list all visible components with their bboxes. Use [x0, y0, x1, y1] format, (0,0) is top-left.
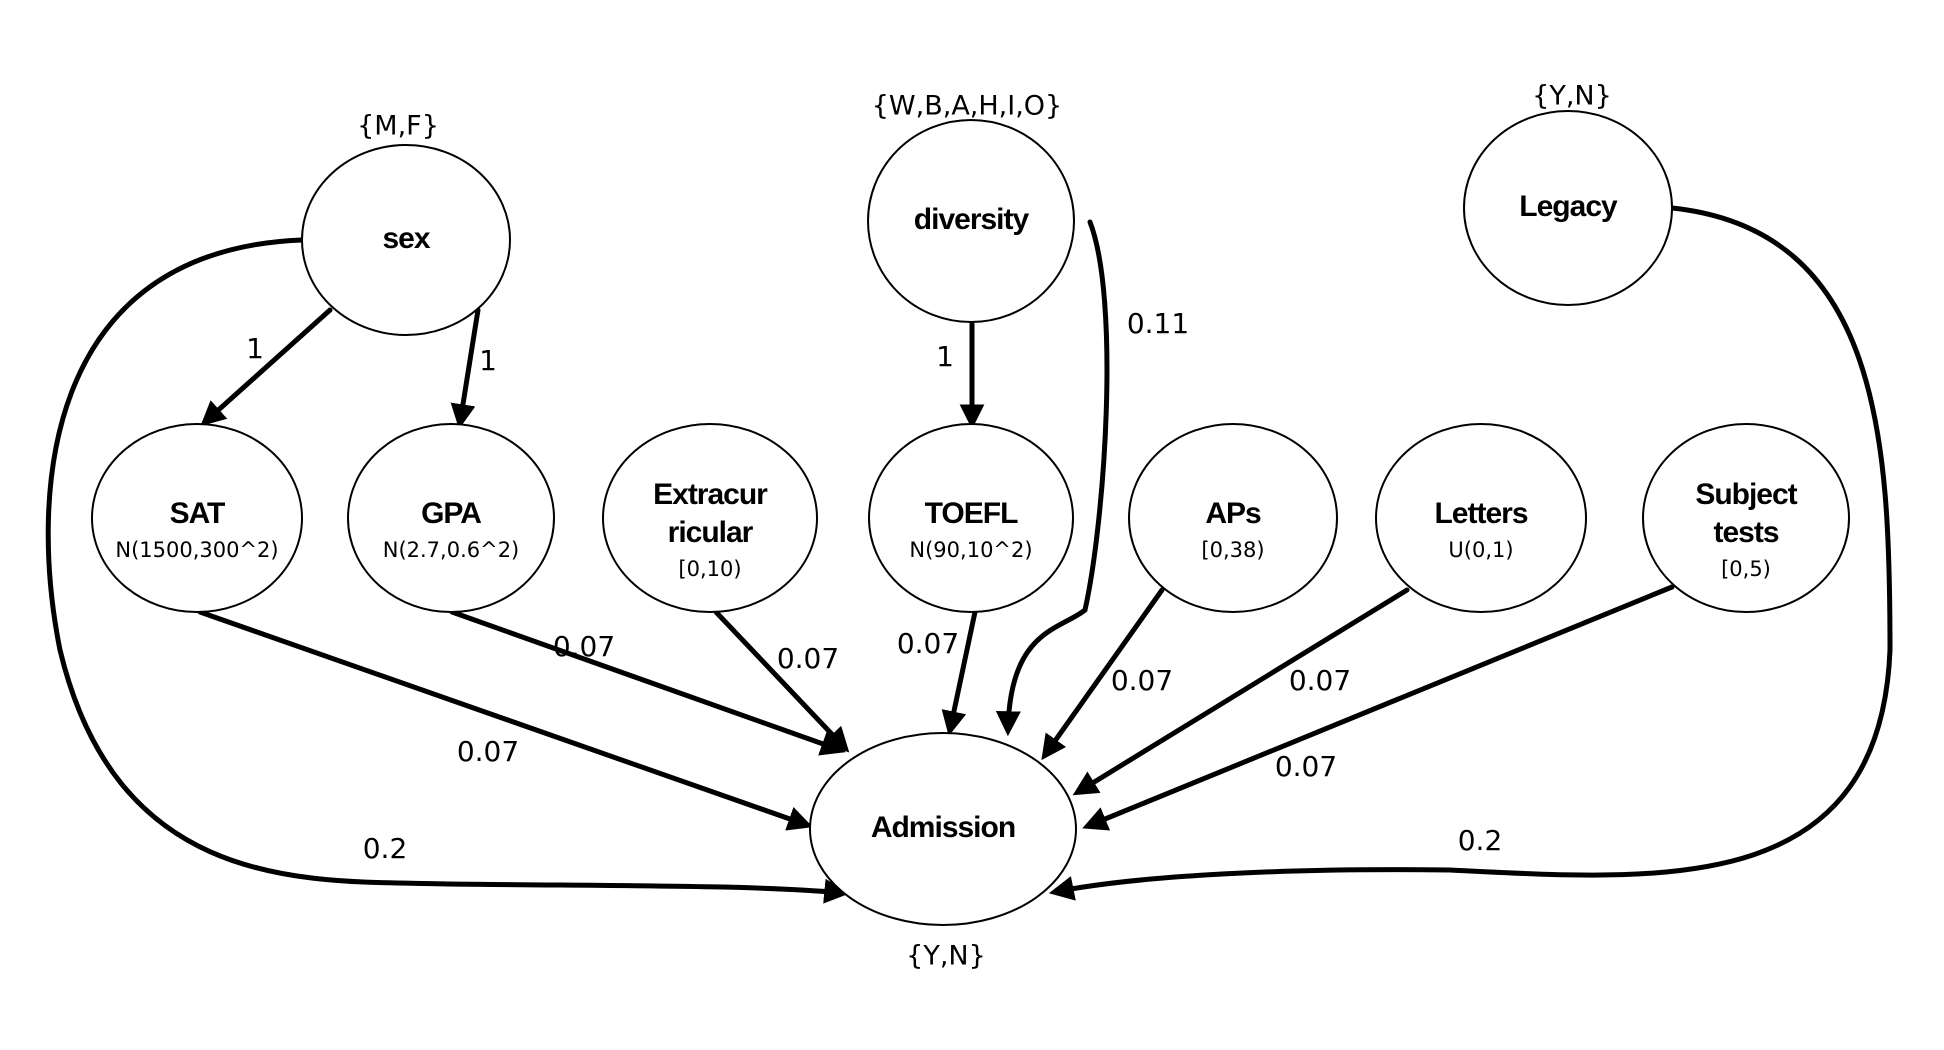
node-title: Legacy [1519, 190, 1618, 223]
edge-arrow [1082, 584, 1675, 831]
node-aps: APs [0,38) [1128, 423, 1338, 613]
edge-weight-label: 0.07 [457, 735, 519, 768]
edges-layer: 1 1 0.2 1 0.11 0.2 0.07 0.07 0.07 0.07 0.07 0.07 0.0… [45, 205, 1893, 904]
node-title: SAT [170, 497, 225, 530]
edge-sex-to-sat: 1 [200, 307, 333, 427]
edge-weight-label: 0.11 [1127, 307, 1189, 340]
node-domain-label: {Y,N} [1532, 81, 1612, 112]
node-domain-label: {Y,N} [906, 941, 986, 972]
edge-arrow [1048, 205, 1893, 901]
node-distribution: N(90,10^2) [909, 538, 1032, 562]
node-distribution: N(1500,300^2) [115, 538, 278, 562]
node-title: APs [1205, 497, 1261, 530]
edge-weight-label: 1 [246, 332, 264, 365]
node-title: diversity [914, 203, 1030, 236]
node-distribution: [0,38) [1201, 538, 1264, 562]
node-title: tests [1713, 516, 1778, 549]
node-sat: SAT N(1500,300^2) [91, 423, 303, 613]
node-domain-label: {W,B,A,H,I,O} [872, 91, 1062, 122]
node-distribution: [0,5) [1721, 557, 1771, 581]
edge-sat-to-admission: 0.07 [197, 609, 813, 831]
edge-sex-to-admission: 0.2 [45, 237, 850, 904]
edge-letters-to-admission: 0.07 [1072, 587, 1410, 796]
node-distribution: N(2.7,0.6^2) [383, 538, 520, 562]
edge-toefl-to-admission: 0.07 [897, 609, 978, 737]
edge-diversity-to-admission: 0.11 [995, 219, 1189, 737]
edge-weight-label: 1 [479, 344, 497, 377]
edge-arrow [45, 237, 850, 904]
edge-weight-label: 0.07 [1111, 664, 1173, 697]
edge-sex-to-gpa: 1 [450, 307, 497, 430]
edge-arrow [713, 609, 850, 753]
edge-arrow [1072, 587, 1410, 796]
node-toefl: TOEFL N(90,10^2) [868, 423, 1074, 613]
node-distribution: [0,10) [678, 557, 741, 581]
node-distribution: U(0,1) [1448, 538, 1513, 562]
node-subject-tests: Subject tests [0,5) [1642, 423, 1850, 613]
node-ellipse [868, 423, 1074, 613]
edge-arrow [449, 609, 846, 756]
edge-weight-label: 0.2 [1458, 824, 1503, 857]
node-ellipse [347, 423, 555, 613]
edge-aps-to-admission: 0.07 [1041, 587, 1173, 761]
edge-extracurricular-to-admission: 0.07 [713, 609, 850, 753]
node-sex: sex {M,F} [301, 111, 511, 336]
edge-arrow [1041, 587, 1165, 761]
edge-arrow [941, 609, 978, 737]
edge-subject_tests-to-admission: 0.07 [1082, 584, 1675, 831]
node-title: Admission [871, 811, 1015, 844]
edge-weight-label: 0.07 [777, 642, 839, 675]
edge-legacy-to-admission: 0.2 [1048, 205, 1893, 901]
node-title: sex [382, 222, 430, 255]
edge-weight-label: 0.07 [553, 630, 615, 663]
node-gpa: GPA N(2.7,0.6^2) [347, 423, 555, 613]
node-ellipse [301, 144, 511, 336]
node-ellipse [809, 732, 1077, 926]
nodes-layer: sex {M,F} diversity {W,B,A,H,I,O} Legacy {Y,N… [91, 81, 1850, 972]
edge-weight-label: 0.07 [1289, 664, 1351, 697]
edge-arrow [200, 307, 333, 427]
node-ellipse [91, 423, 303, 613]
node-title: GPA [421, 497, 481, 530]
edge-arrow [197, 609, 813, 831]
edge-arrow [995, 219, 1110, 737]
node-ellipse [1375, 423, 1587, 613]
node-title: Subject [1695, 478, 1797, 511]
edge-weight-label: 1 [936, 340, 954, 373]
edge-weight-label: 0.07 [897, 627, 959, 660]
node-ellipse [867, 119, 1075, 323]
node-title: TOEFL [925, 497, 1018, 530]
node-ellipse [1642, 423, 1850, 613]
node-title: ricular [668, 516, 754, 549]
edge-diversity-to-toefl: 1 [936, 321, 985, 430]
node-ellipse [1463, 110, 1673, 306]
edge-gpa-to-admission: 0.07 [449, 609, 846, 756]
edge-arrow [450, 307, 481, 430]
node-ellipse [602, 423, 818, 613]
edge-weight-label: 0.2 [363, 832, 408, 865]
node-domain-label: {M,F} [357, 111, 439, 142]
node-ellipse [1128, 423, 1338, 613]
node-admission: Admission {Y,N} [809, 732, 1077, 972]
node-extracurricular: Extracur ricular [0,10) [602, 423, 818, 613]
edge-weight-label: 0.07 [1275, 750, 1337, 783]
node-title: Extracur [653, 478, 768, 511]
node-diversity: diversity {W,B,A,H,I,O} [867, 91, 1075, 323]
node-title: Letters [1434, 497, 1527, 530]
node-legacy: Legacy {Y,N} [1463, 81, 1673, 306]
